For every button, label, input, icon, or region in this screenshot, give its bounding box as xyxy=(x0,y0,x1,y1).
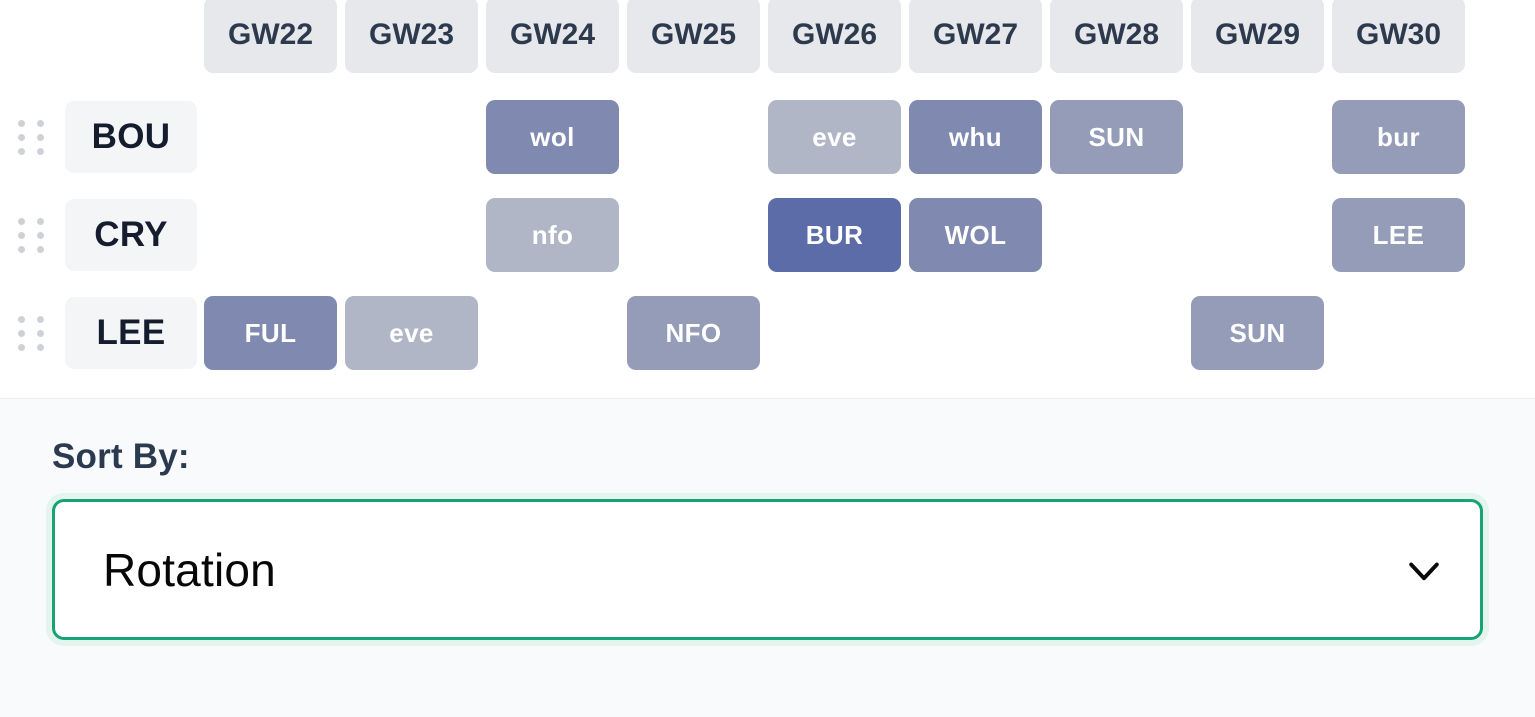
gameweek-header-cell[interactable]: GW24 xyxy=(482,0,623,88)
fixture-cell xyxy=(482,296,623,370)
gameweek-label: GW23 xyxy=(345,0,478,73)
fixture-cell[interactable]: NFO xyxy=(623,296,764,370)
drag-handle-icon[interactable] xyxy=(0,284,62,382)
fixture-opponent: WOL xyxy=(909,198,1042,272)
team-abbreviation: BOU xyxy=(65,101,197,173)
fixture-blank xyxy=(1050,198,1183,272)
fixture-cell xyxy=(341,100,482,174)
gameweek-label: GW22 xyxy=(204,0,337,73)
gameweek-header-cell[interactable]: GW25 xyxy=(623,0,764,88)
team-abbreviation: CRY xyxy=(65,199,197,271)
chevron-down-icon[interactable] xyxy=(1402,548,1446,592)
gameweek-label: GW29 xyxy=(1191,0,1324,73)
fixture-cell[interactable]: nfo xyxy=(482,198,623,272)
fixture-cell xyxy=(623,100,764,174)
fixture-blank xyxy=(627,198,760,272)
fixture-blank xyxy=(204,100,337,174)
sort-by-label: Sort By: xyxy=(52,437,190,476)
team-cell[interactable]: LEE xyxy=(62,297,200,369)
fixture-cell[interactable]: eve xyxy=(764,100,905,174)
sort-by-select-wrapper: Rotation xyxy=(52,499,1483,640)
fixture-opponent: LEE xyxy=(1332,198,1465,272)
gameweek-label: GW24 xyxy=(486,0,619,73)
gameweek-header-cell[interactable]: GW22 xyxy=(200,0,341,88)
fixture-cell[interactable]: BUR xyxy=(764,198,905,272)
fixture-opponent: SUN xyxy=(1191,296,1324,370)
fixture-cell xyxy=(764,296,905,370)
drag-handle-icon[interactable] xyxy=(0,186,62,284)
fixture-cell[interactable]: SUN xyxy=(1046,100,1187,174)
fixture-cell[interactable]: LEE xyxy=(1328,198,1469,272)
sort-by-select[interactable]: Rotation xyxy=(52,499,1483,640)
fixture-cell[interactable]: wol xyxy=(482,100,623,174)
fixture-cell[interactable]: WOL xyxy=(905,198,1046,272)
fixture-blank xyxy=(627,100,760,174)
fixture-blank xyxy=(345,198,478,272)
fixture-blank xyxy=(486,296,619,370)
gameweek-label: GW26 xyxy=(768,0,901,73)
sort-by-selected-value: Rotation xyxy=(103,543,276,596)
gameweek-header-cell[interactable]: GW26 xyxy=(764,0,905,88)
gameweek-label: GW28 xyxy=(1050,0,1183,73)
fixture-blank xyxy=(1191,198,1324,272)
fixture-blank xyxy=(1332,296,1465,370)
fixture-cell[interactable]: eve xyxy=(341,296,482,370)
fixture-blank xyxy=(768,296,901,370)
fixture-opponent: BUR xyxy=(768,198,901,272)
team-abbreviation: LEE xyxy=(65,297,197,369)
fixture-opponent: SUN xyxy=(1050,100,1183,174)
fixture-cell xyxy=(1187,100,1328,174)
fixture-cell xyxy=(1187,198,1328,272)
fixture-blank xyxy=(345,100,478,174)
fixture-blank xyxy=(909,296,1042,370)
fixture-cell[interactable]: SUN xyxy=(1187,296,1328,370)
fixture-blank xyxy=(1191,100,1324,174)
fixture-opponent: nfo xyxy=(486,198,619,272)
team-cell[interactable]: CRY xyxy=(62,199,200,271)
fixture-blank xyxy=(1050,296,1183,370)
fixture-blank xyxy=(204,198,337,272)
fixture-opponent: bur xyxy=(1332,100,1465,174)
sort-panel: Sort By: Rotation xyxy=(0,398,1535,717)
fixture-cell xyxy=(905,296,1046,370)
fixture-cell xyxy=(1328,296,1469,370)
gameweek-header-cell[interactable]: GW29 xyxy=(1187,0,1328,88)
team-cell[interactable]: BOU xyxy=(62,101,200,173)
fixture-opponent: NFO xyxy=(627,296,760,370)
fixture-opponent: FUL xyxy=(204,296,337,370)
fixture-cell xyxy=(1046,198,1187,272)
gameweek-label: GW30 xyxy=(1332,0,1465,73)
fixture-opponent: eve xyxy=(768,100,901,174)
fixture-opponent: eve xyxy=(345,296,478,370)
fixture-cell xyxy=(1046,296,1187,370)
gameweek-header-cell[interactable]: GW27 xyxy=(905,0,1046,88)
header-gutter-spacer xyxy=(0,0,62,88)
gameweek-header-cell[interactable]: GW30 xyxy=(1328,0,1469,88)
fixture-cell[interactable]: whu xyxy=(905,100,1046,174)
fixture-cell xyxy=(200,100,341,174)
drag-handle-icon[interactable] xyxy=(0,88,62,186)
fixture-cell[interactable]: FUL xyxy=(200,296,341,370)
fixture-cell xyxy=(341,198,482,272)
fixture-opponent: whu xyxy=(909,100,1042,174)
gameweek-header-cell[interactable]: GW28 xyxy=(1046,0,1187,88)
fixture-opponent: wol xyxy=(486,100,619,174)
gameweek-label: GW25 xyxy=(627,0,760,73)
gameweek-header-row: GW22 GW23 GW24 GW25 GW26 GW27 GW28 GW29 xyxy=(0,0,1535,88)
fixture-cell xyxy=(200,198,341,272)
gameweek-header-cell[interactable]: GW23 xyxy=(341,0,482,88)
gameweek-label: GW27 xyxy=(909,0,1042,73)
fixture-cell xyxy=(623,198,764,272)
fixture-grid: GW22 GW23 GW24 GW25 GW26 GW27 GW28 GW29 xyxy=(0,0,1535,382)
fixture-cell[interactable]: bur xyxy=(1328,100,1469,174)
